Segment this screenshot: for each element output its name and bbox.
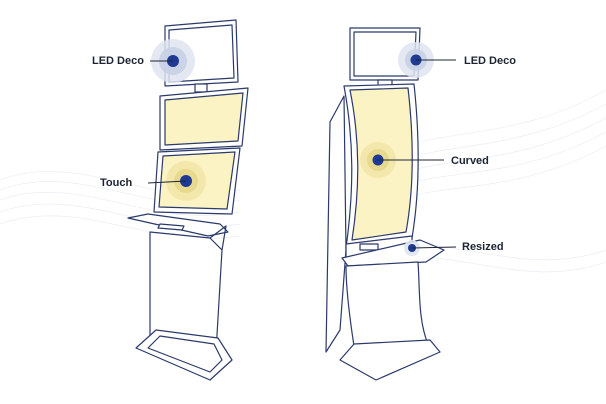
curved-label: Curved — [451, 155, 489, 167]
left-pedestal — [149, 231, 223, 353]
left-base — [135, 329, 233, 381]
left-display-stand — [194, 83, 208, 93]
background-waves — [0, 89, 606, 273]
right-cabinet-side — [325, 95, 347, 353]
touch-label: Touch — [100, 177, 133, 189]
right-base — [339, 339, 441, 381]
right-markers — [360, 42, 457, 256]
right-pedestal — [345, 261, 429, 347]
right-kiosk — [325, 27, 445, 381]
left-markers — [147, 39, 206, 201]
led-deco-right-label: LED Deco — [464, 55, 516, 67]
led-deco-left-label: LED Deco — [92, 55, 144, 67]
left-upper-screen — [164, 92, 244, 146]
resized-label: Resized — [462, 241, 504, 253]
